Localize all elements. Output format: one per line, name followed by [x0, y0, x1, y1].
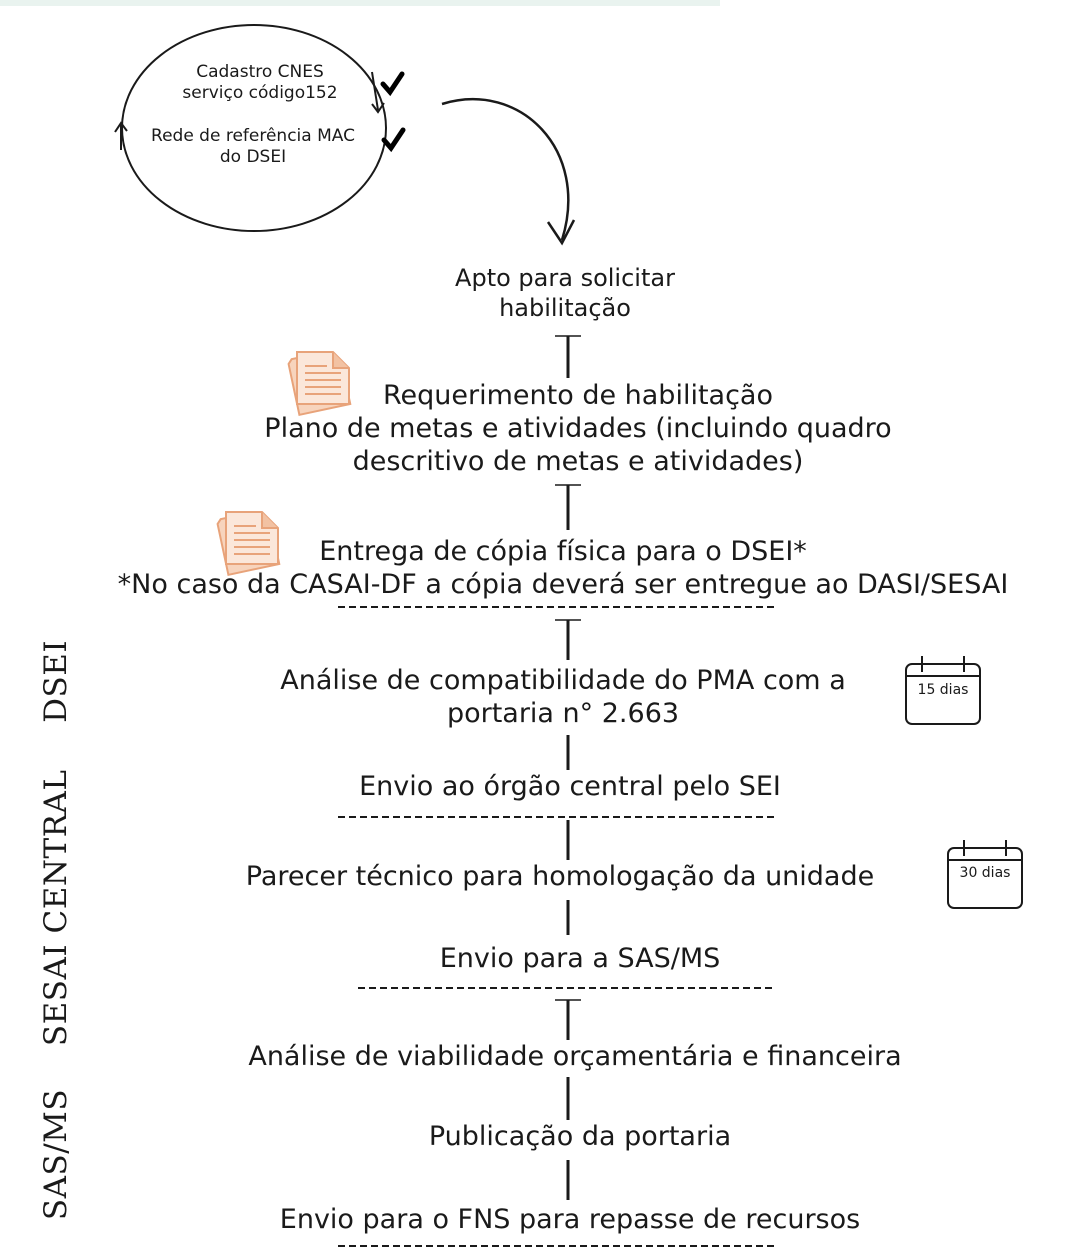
- step-requerimento: Requerimento de habilitação Plano de met…: [264, 380, 892, 477]
- step-publicacao: Publicação da portaria: [428, 1121, 732, 1152]
- step-parecer: Parecer técnico para homologação da unid…: [245, 861, 875, 892]
- section-label-dsei: DSEI: [38, 639, 74, 723]
- step-apto: Apto para solicitar habilitação: [455, 264, 675, 322]
- top-accent-bar: [0, 0, 720, 6]
- check-icon: [380, 71, 405, 97]
- step-envio-sei: Envio ao órgão central pelo SEI: [359, 771, 781, 802]
- section-separators: [338, 606, 778, 1247]
- calendar-icon: [905, 656, 981, 725]
- section-label-sesai: SESAI CENTRAL: [38, 769, 74, 1047]
- cycle-item-rede: Rede de referência MAC do DSEI: [151, 126, 355, 167]
- step-entrega: Entrega de cópia física para o DSEI* *No…: [117, 536, 1009, 600]
- cycle-item-cnes: Cadastro CNES serviço código152: [182, 62, 338, 103]
- section-labels: SAS/MS SESAI CENTRAL DSEI: [38, 640, 74, 1220]
- curved-arrow: [441, 98, 570, 241]
- calendar-icon: [947, 840, 1023, 909]
- calendar-label: 15 dias: [917, 682, 969, 698]
- step-envio-fns: Envio para o FNS para repasse de recurso…: [279, 1204, 861, 1235]
- step-analise-pma: Análise de compatibilidade do PMA com a …: [280, 665, 846, 729]
- check-icon: [381, 127, 406, 153]
- step-analise-viab: Análise de viabilidade orçamentária e fi…: [248, 1041, 902, 1072]
- cycle-arrow-down: [371, 71, 379, 111]
- document-icon: [287, 351, 352, 416]
- section-label-sas: SAS/MS: [38, 1088, 74, 1221]
- calendar-label: 30 dias: [959, 865, 1011, 881]
- document-icon: [216, 511, 281, 576]
- step-envio-sas: Envio para a SAS/MS: [439, 943, 721, 974]
